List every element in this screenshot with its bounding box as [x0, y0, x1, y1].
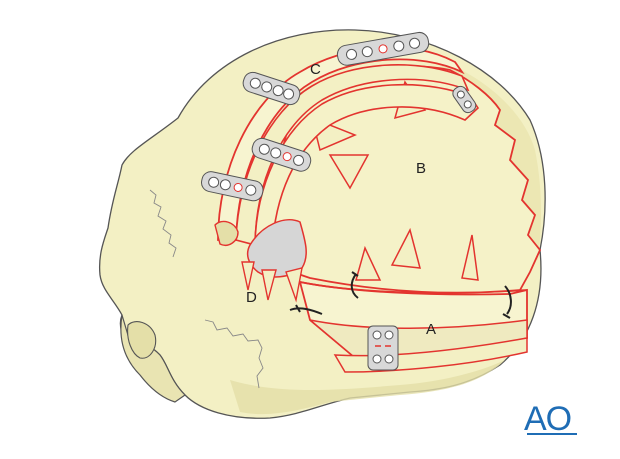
stitch-2-tick	[502, 313, 511, 319]
segment-d-prong-3	[285, 267, 303, 303]
segment-d-prong-2	[261, 269, 277, 301]
mastoid	[127, 321, 157, 359]
plate-square	[367, 325, 399, 371]
ao-logo-text: AO	[524, 400, 571, 438]
plate-middle	[251, 137, 312, 172]
ao-logo-underline	[527, 433, 577, 435]
wedge-cut-2	[328, 154, 370, 190]
label-a: A	[426, 321, 436, 338]
segment-d	[214, 219, 307, 303]
ao-logo: AO	[524, 400, 577, 438]
stitches	[289, 271, 512, 319]
segment-c-strip-inner	[235, 64, 470, 247]
stitch-1	[350, 273, 359, 299]
wedge-cut-6	[355, 245, 382, 281]
plate-right	[452, 85, 477, 114]
label-c: C	[310, 61, 321, 78]
stitch-1-tick	[351, 271, 359, 277]
plate-lower-left	[201, 171, 264, 202]
plate-top	[336, 31, 430, 66]
suture-left	[149, 189, 177, 258]
segment-a	[298, 280, 528, 373]
segment-d-prong-1	[241, 261, 255, 291]
shade-lower	[230, 360, 505, 415]
label-b: B	[416, 160, 426, 177]
stitch-2	[504, 285, 512, 315]
wedge-cut-5	[461, 234, 479, 281]
plates	[201, 31, 477, 371]
label-d: D	[246, 289, 257, 306]
suture-lower	[204, 319, 264, 389]
segment-d-lobe-left	[214, 220, 239, 246]
wedge-cut-4	[390, 227, 422, 269]
stitch-3-tick	[295, 304, 301, 313]
stitch-3	[289, 307, 323, 315]
plate-upper-left	[242, 71, 301, 106]
